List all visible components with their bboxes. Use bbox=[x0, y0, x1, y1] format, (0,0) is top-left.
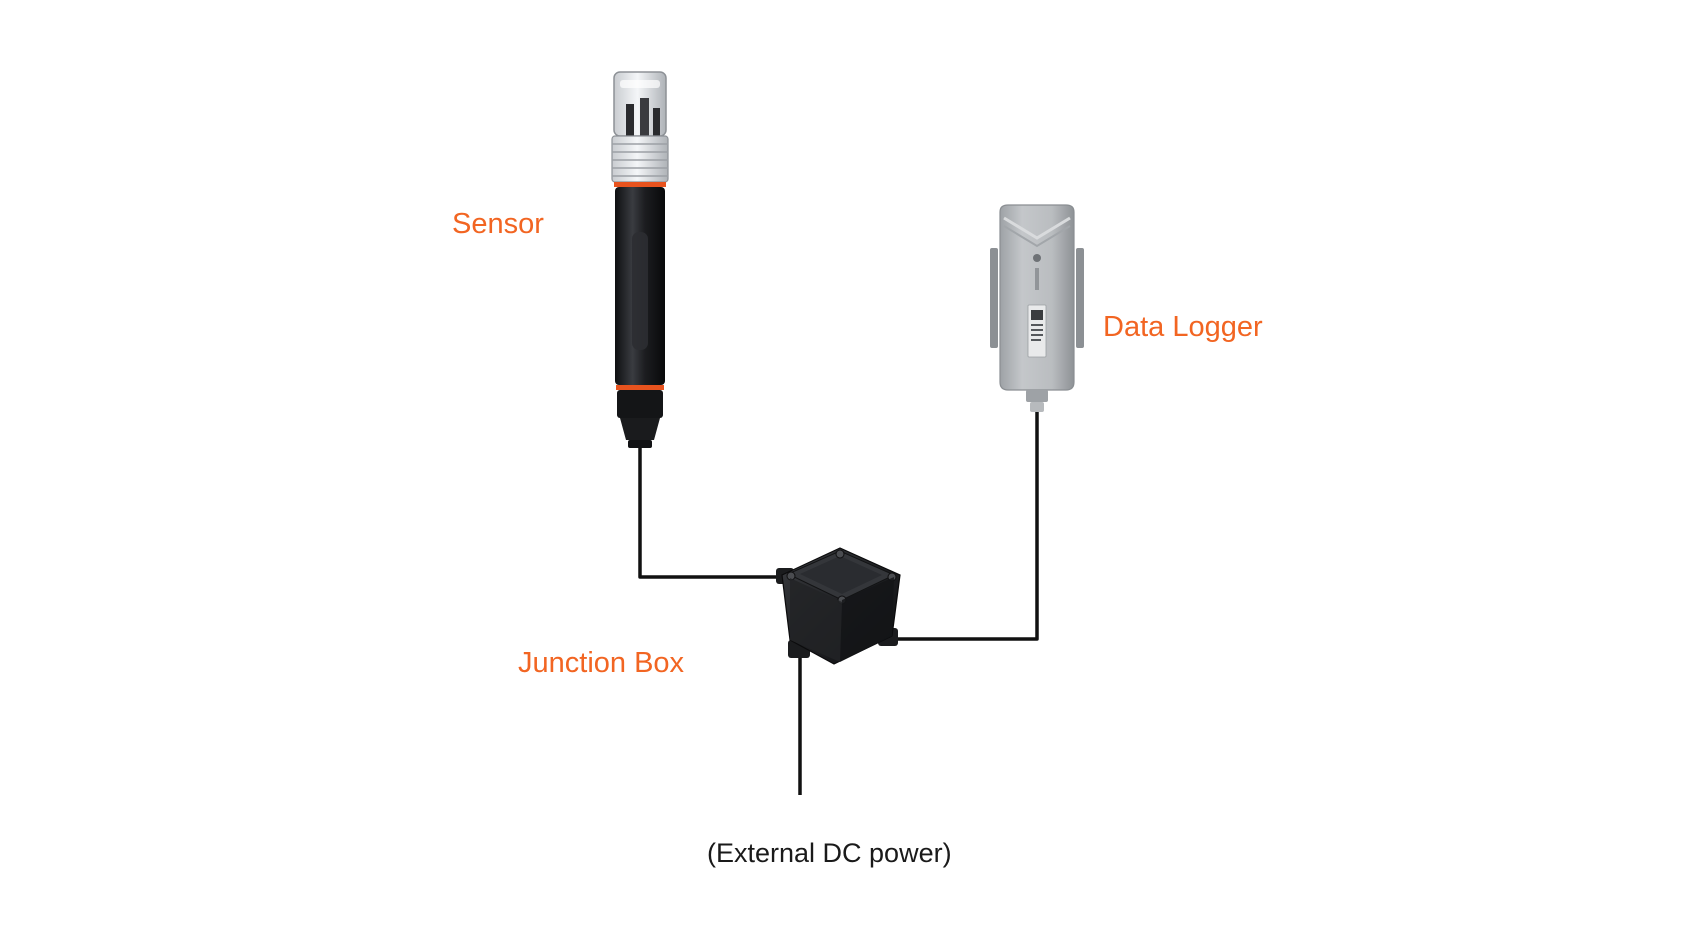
gateway-device-icon bbox=[990, 204, 1084, 412]
junction-box-icon bbox=[776, 547, 901, 665]
sensor-cable bbox=[638, 445, 785, 579]
data-logger-label: Data Logger bbox=[1103, 311, 1263, 343]
ph-probe-icon bbox=[611, 71, 669, 448]
power-label: (External DC power) bbox=[707, 838, 952, 868]
junction-box-label: Junction Box bbox=[518, 647, 685, 679]
logger-cable bbox=[892, 410, 1039, 641]
probe-thread bbox=[611, 135, 669, 183]
sensor-label: Sensor bbox=[452, 208, 544, 240]
wires bbox=[638, 410, 1039, 795]
